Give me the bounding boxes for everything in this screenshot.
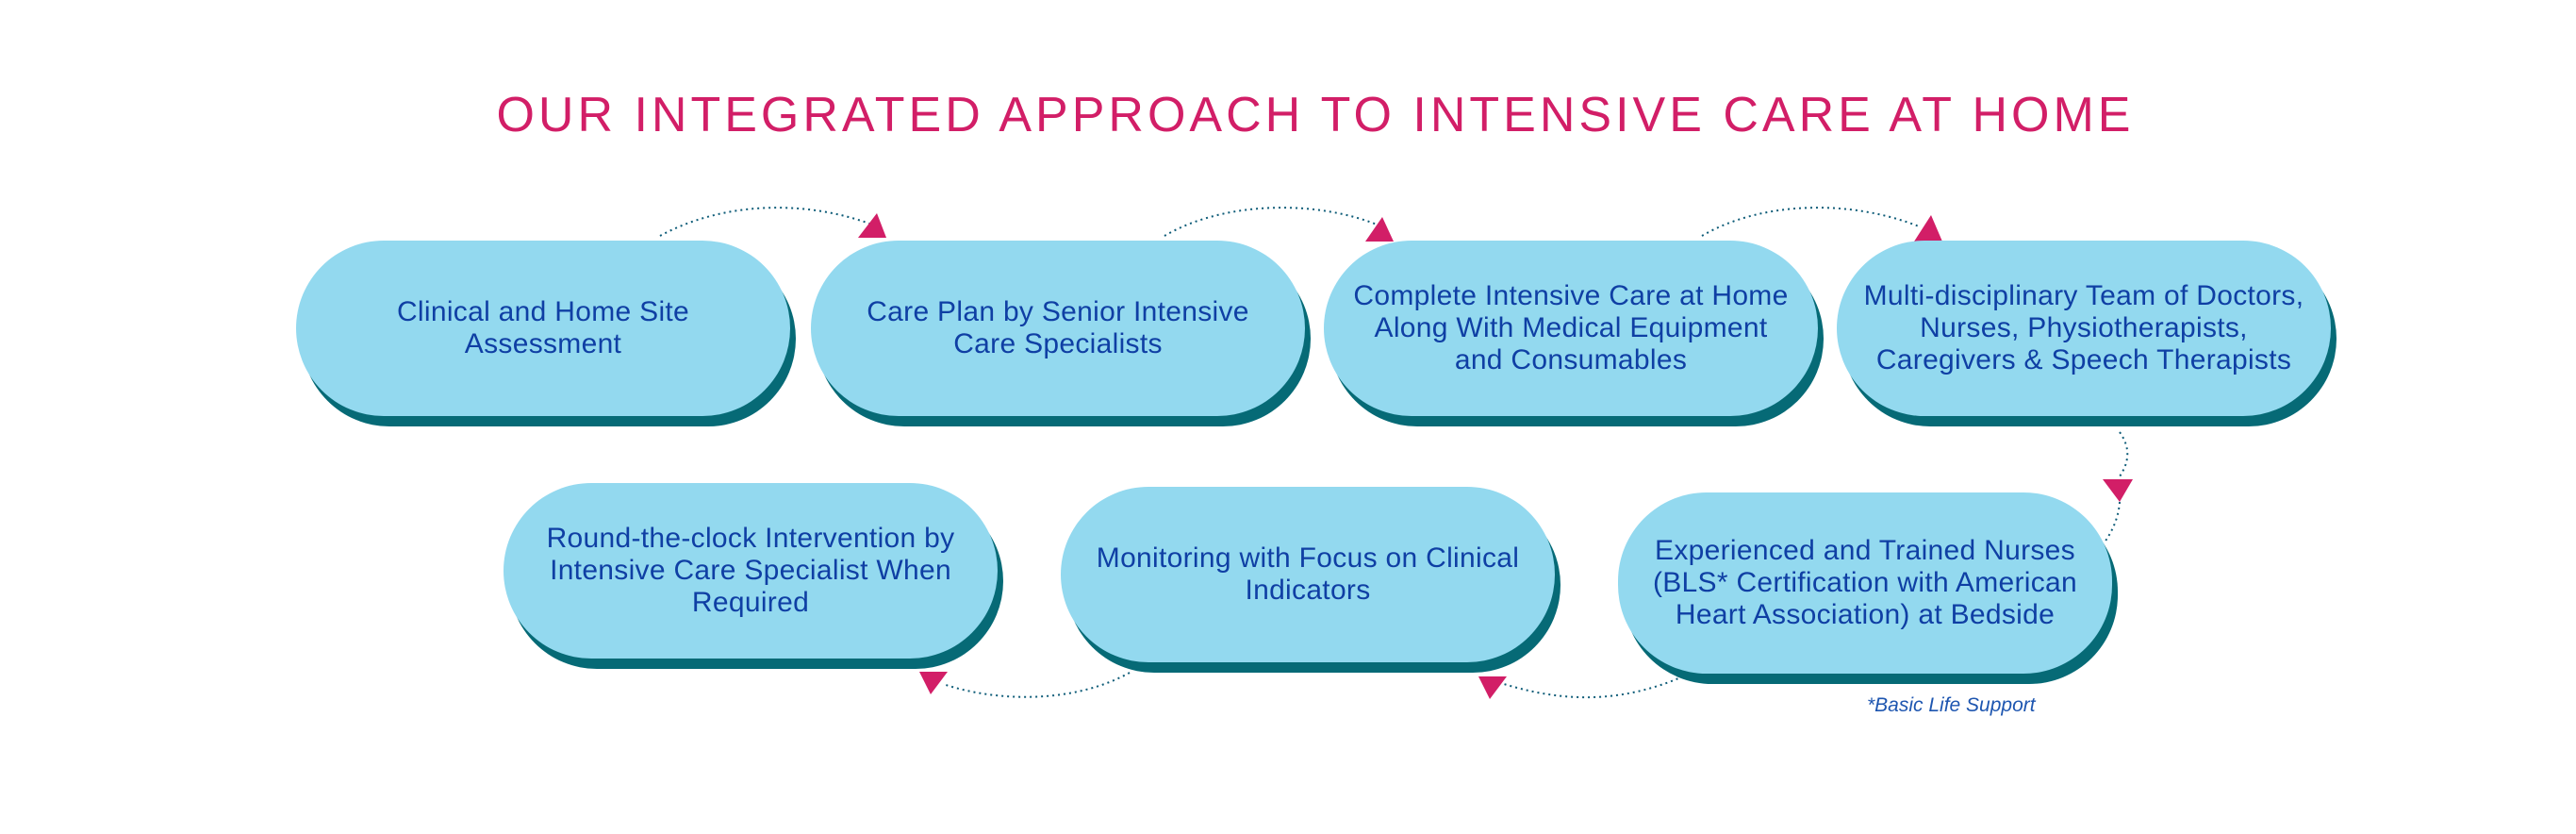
arrow-head-5-6 xyxy=(1478,676,1507,699)
connector-1-2 xyxy=(659,207,878,237)
step-label: Clinical and Home Site Assessment xyxy=(396,296,690,359)
step-label: Complete Intensive Care at Home Along Wi… xyxy=(1353,280,1789,375)
step-care-plan: Care Plan by Senior Intensive Care Speci… xyxy=(811,241,1305,416)
connector-6-7 xyxy=(942,672,1131,698)
step-experienced-nurses: Experienced and Trained Nurses (BLS* Cer… xyxy=(1618,492,2112,674)
step-complete-intensive-care: Complete Intensive Care at Home Along Wi… xyxy=(1324,241,1818,416)
connector-2-3 xyxy=(1164,207,1382,237)
step-round-the-clock: Round-the-clock Intervention by Intensiv… xyxy=(504,483,998,659)
arrow-head-3-4 xyxy=(1914,215,1942,242)
connector-4-5 xyxy=(2119,431,2129,477)
connector-3-4 xyxy=(1701,207,1920,237)
diagram-title: OUR INTEGRATED APPROACH TO INTENSIVE CAR… xyxy=(496,88,2135,142)
arrow-head-6-7 xyxy=(919,672,948,694)
connector-5-6 xyxy=(1503,676,1684,699)
arrow-head-4-5 xyxy=(2103,479,2133,502)
step-multidisciplinary-team: Multi-disciplinary Team of Doctors, Nurs… xyxy=(1837,241,2331,416)
step-label: Monitoring with Focus on Clinical Indica… xyxy=(1096,542,1520,606)
arrow-head-1-2 xyxy=(858,213,886,238)
step-label: Round-the-clock Intervention by Intensiv… xyxy=(546,523,955,618)
arrow-head-2-3 xyxy=(1365,217,1394,242)
step-label: Multi-disciplinary Team of Doctors, Nurs… xyxy=(1863,280,2304,375)
footnote: *Basic Life Support xyxy=(1867,694,2036,716)
step-monitoring: Monitoring with Focus on Clinical Indica… xyxy=(1061,487,1555,662)
step-clinical-assessment: Clinical and Home Site Assessment xyxy=(296,241,790,416)
step-label: Experienced and Trained Nurses (BLS* Cer… xyxy=(1652,535,2078,630)
step-label: Care Plan by Senior Intensive Care Speci… xyxy=(867,296,1249,359)
connector-4-5b xyxy=(2100,490,2122,548)
